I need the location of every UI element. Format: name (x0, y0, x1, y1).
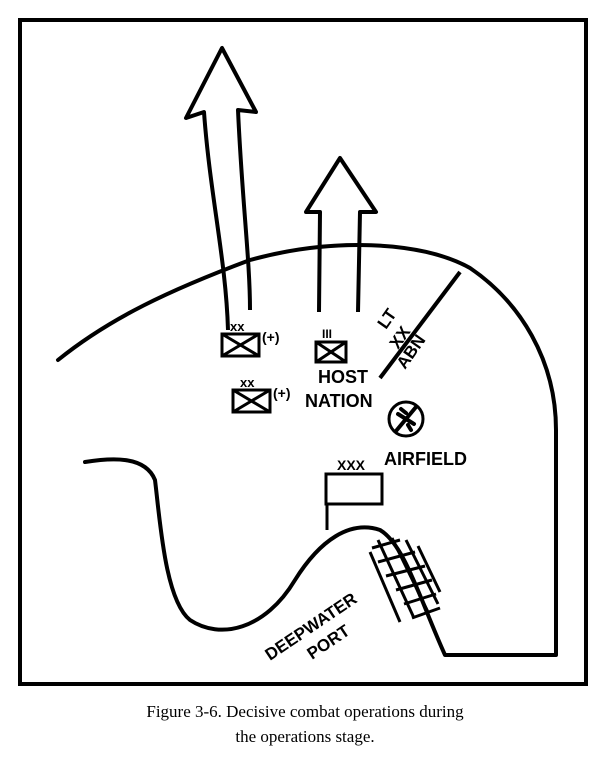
airfield-label: AIRFIELD (384, 449, 467, 469)
caption-line-1: Figure 3-6. Decisive combat operations d… (146, 702, 464, 721)
unit3-suffix: (+) (273, 385, 291, 401)
figure-caption: Figure 3-6. Decisive combat operations d… (0, 699, 610, 749)
unit2-echelon: III (322, 327, 332, 341)
hq-echelon: XXX (337, 457, 366, 473)
coastline (56, 243, 558, 657)
caption-line-2: the operations stage. (235, 727, 375, 746)
nation-label: NATION (305, 391, 373, 411)
airfield-icon (387, 400, 425, 438)
unit1-echelon: xx (230, 319, 245, 334)
unit3-echelon: xx (240, 375, 255, 390)
hq-flag-symbol: XXX (324, 457, 384, 530)
unit1-suffix: (+) (262, 329, 280, 345)
host-label: HOST (318, 367, 368, 387)
attack-arrow-large (184, 46, 258, 331)
unit-symbol-2: III (314, 327, 348, 364)
abn-boundary-line (378, 270, 462, 380)
attack-arrow-small (304, 156, 378, 313)
port-hatch (368, 537, 442, 623)
figure-frame (18, 18, 588, 686)
unit-symbol-3: xx (+) (231, 375, 291, 414)
unit-symbol-1: xx (+) (220, 319, 280, 358)
